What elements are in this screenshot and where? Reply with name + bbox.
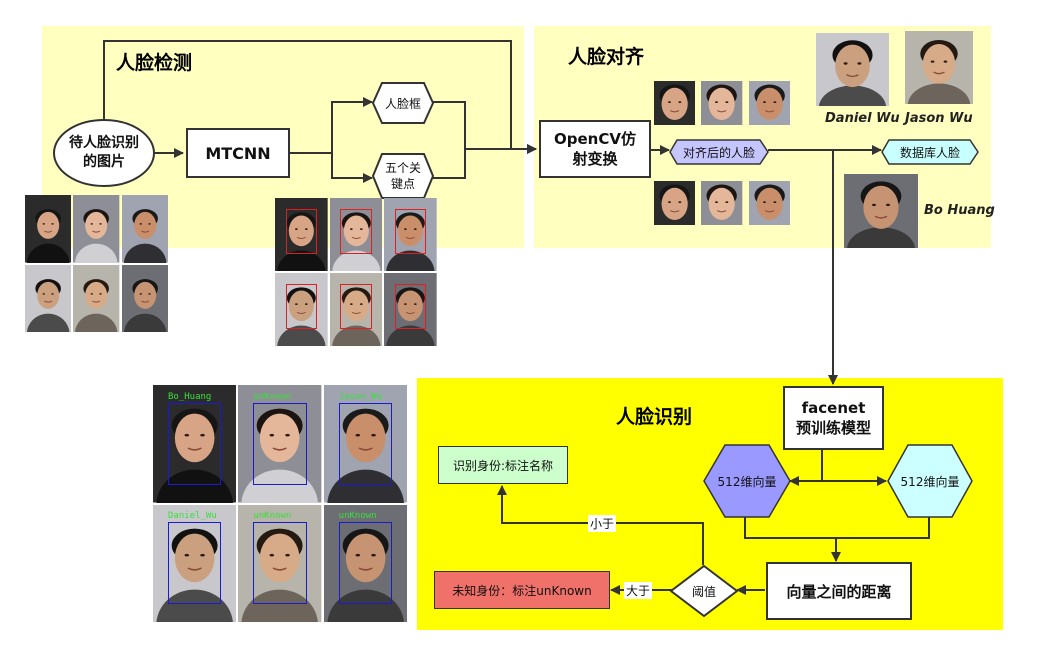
result-name-tag: Jason_Wu (338, 391, 383, 402)
face-photo (73, 195, 120, 263)
recognition-title: 人脸识别 (616, 406, 693, 428)
face-photo (329, 198, 383, 271)
face-photo (121, 195, 168, 263)
identified-node: 识别身份:标注名称 (438, 446, 568, 484)
result-name-tag: unKnown (253, 391, 292, 402)
mtcnn-node: MTCNN (186, 128, 290, 178)
detection-box (168, 522, 222, 605)
detection-title: 人脸检测 (116, 52, 193, 74)
detection-box (285, 283, 318, 330)
input-image-label: 待人脸识别的图片 (69, 135, 139, 170)
face-photo (384, 273, 437, 346)
database-faces-node (881, 139, 979, 165)
face-photo (905, 31, 973, 104)
vector-left-label: 512维向量 (717, 474, 777, 489)
threshold-label: 阈值 (691, 584, 716, 599)
aligned-photos-top (654, 81, 790, 125)
edge-vector-left-to-distance (744, 516, 836, 539)
detection-box (340, 283, 372, 330)
detection-box (340, 208, 372, 255)
face-photo (654, 81, 696, 125)
edge-mtcnn-to-keypoints (331, 153, 373, 183)
aligned-photos-bottom (654, 181, 790, 225)
database-photo-daniel (816, 33, 889, 106)
detection-box (394, 208, 427, 255)
distance-node: 向量之间的距离 (766, 562, 912, 620)
face-photo (816, 33, 889, 106)
result-name-tag: unKnown (338, 511, 377, 522)
face-photo (73, 264, 120, 332)
face-photo (238, 385, 322, 503)
face-photo (384, 198, 437, 271)
detected-photo-grid (275, 198, 437, 346)
face-photo (701, 81, 743, 125)
face-photo (844, 174, 918, 248)
edge-keypoints-to-merge (433, 149, 466, 179)
edge-label-less: 小于 (588, 515, 617, 532)
edge-facebox-to-merge (433, 101, 466, 149)
face-photo (153, 504, 237, 622)
caption-daniel: Daniel Wu (825, 111, 900, 126)
detection-box (168, 402, 222, 485)
face-photo (654, 181, 696, 225)
edge-input-to-opencv (103, 40, 537, 154)
detection-box (338, 522, 392, 605)
database-faces-label: 数据库人脸 (899, 145, 960, 160)
aligned-faces-label: 对齐后的人脸 (682, 145, 755, 160)
result-name-tag: Bo_Huang (168, 391, 212, 402)
face-box-label: 人脸框 (384, 96, 421, 111)
result-name-tag: Daniel_Wu (168, 511, 217, 522)
face-photo (323, 385, 407, 503)
caption-bo: Bo Huang (924, 203, 995, 218)
face-photo (238, 504, 322, 622)
result-name-tag: unKnown (253, 511, 292, 522)
face-photo (25, 264, 72, 332)
database-photo-jason (905, 31, 973, 104)
vector-left-node (703, 444, 791, 518)
face-photo (748, 81, 790, 125)
alignment-title: 人脸对齐 (568, 46, 645, 68)
face-photo (275, 273, 328, 346)
opencv-node: OpenCV仿射变换 (539, 120, 651, 178)
face-photo (275, 198, 328, 271)
keypoints-label: 五个关键点 (384, 161, 421, 191)
aligned-faces-node (669, 139, 769, 165)
detection-box (285, 208, 318, 255)
face-box-node (372, 82, 434, 124)
edge-mtcnn-split (290, 97, 373, 154)
caption-jason: Jason Wu (905, 111, 973, 126)
face-photo (121, 264, 168, 332)
facenet-node: facenet预训练模型 (783, 386, 884, 450)
face-photo (748, 181, 790, 225)
database-photo-bo (844, 174, 918, 248)
edge-label-greater: 大于 (624, 582, 653, 599)
detection-box (338, 402, 392, 485)
threshold-node (670, 565, 738, 617)
input-photo-grid (25, 195, 168, 332)
detection-box (253, 522, 307, 605)
detection-box (394, 283, 427, 330)
input-image-node (53, 119, 155, 187)
edge-vector-right-to-distance (836, 516, 930, 539)
vector-right-label: 512维向量 (900, 474, 960, 489)
unknown-node: 未知身份：标注unKnown (434, 571, 610, 609)
detection-box (253, 402, 307, 485)
face-photo (323, 504, 407, 622)
face-photo (25, 195, 72, 263)
vector-right-node (887, 444, 973, 518)
face-photo (329, 273, 383, 346)
face-photo (153, 385, 237, 503)
face-photo (701, 181, 743, 225)
